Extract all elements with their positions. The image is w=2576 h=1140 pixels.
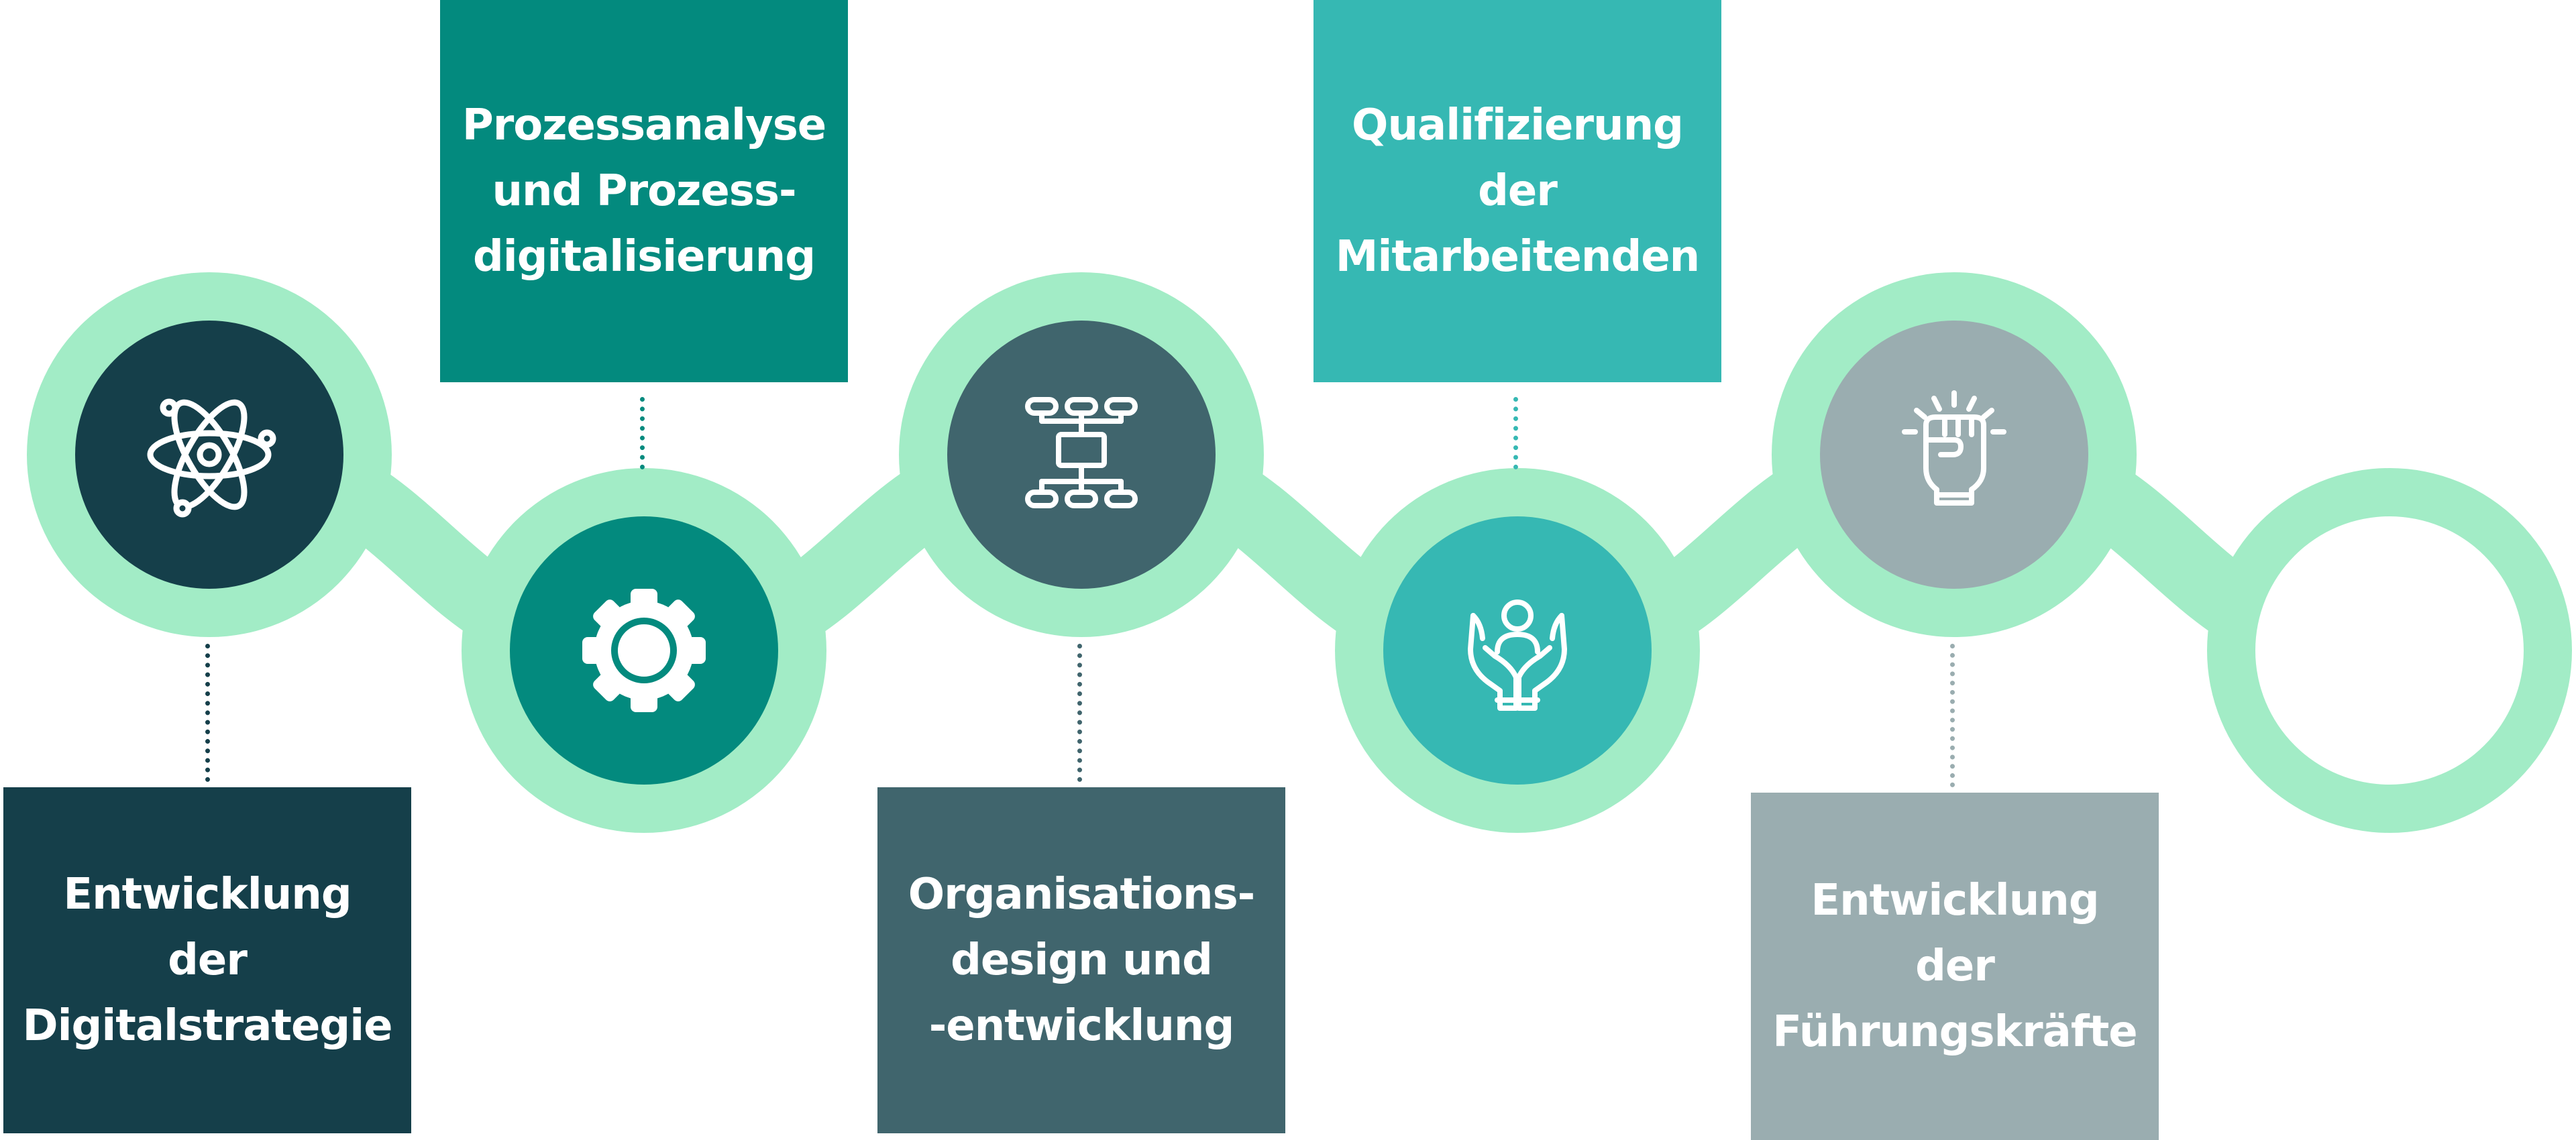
- step-1-box: Entwicklung der Digitalstrategie: [3, 787, 411, 1133]
- step-5-connector: [1950, 644, 1955, 787]
- step-2-box: Prozessanalyse und Prozess- digitalisier…: [440, 0, 848, 382]
- step-2-connector: [640, 397, 645, 469]
- step-4-box: Qualifizierung der Mitarbeitenden: [1313, 0, 1721, 382]
- atom-icon: [147, 398, 276, 518]
- step-1-node: [75, 321, 343, 589]
- step-3-label: Organisations- design und -entwicklung: [908, 870, 1255, 1051]
- gear-icon: [582, 589, 706, 712]
- hands-person-icon: [1468, 600, 1567, 711]
- step-4-node: [1383, 516, 1652, 785]
- step-4-connector: [1513, 397, 1518, 469]
- step-4-label: Qualifizierung der Mitarbeitenden: [1335, 101, 1700, 282]
- step-2-label: Prozessanalyse und Prozess- digitalisier…: [462, 101, 826, 282]
- end-node: [2255, 516, 2524, 785]
- step-3-box: Organisations- design und -entwicklung: [877, 787, 1285, 1133]
- step-3-node: [947, 321, 1216, 589]
- step-3-connector: [1077, 644, 1082, 782]
- org-chart-icon: [1025, 397, 1138, 508]
- fist-icon: [1902, 390, 2006, 506]
- chain-layer: [27, 272, 2572, 833]
- step-5-box: Entwicklung der Führungskräfte: [1751, 793, 2159, 1140]
- step-1-connector: [205, 644, 210, 782]
- step-5-label: Entwicklung der Führungskräfte: [1772, 876, 2137, 1057]
- step-1-label: Entwicklung der Digitalstrategie: [22, 870, 392, 1051]
